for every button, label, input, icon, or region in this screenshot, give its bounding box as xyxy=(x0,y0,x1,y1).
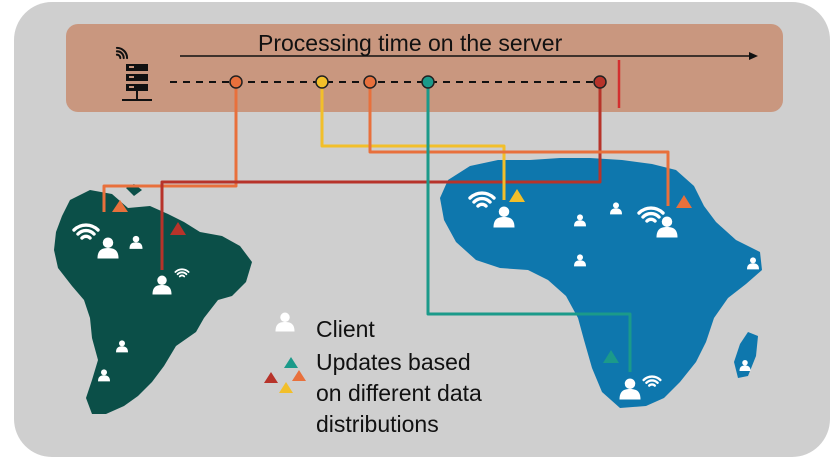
server-icon xyxy=(122,64,152,101)
server-band xyxy=(66,24,783,112)
server-timeline-title: Processing time on the server xyxy=(258,30,563,56)
update-dot-orange-2 xyxy=(363,75,377,89)
connection-line-orange-1 xyxy=(102,86,238,212)
legend-updates-line-1: Updates based xyxy=(316,349,471,375)
triangle-icon-red xyxy=(170,222,186,235)
triangle-icon-yellow xyxy=(509,189,525,202)
legend-updates-line-3: distributions xyxy=(316,411,439,437)
triangle-icon-green xyxy=(603,350,619,363)
legend-triangles-icon xyxy=(264,357,306,393)
madagascar-map xyxy=(734,332,758,378)
update-dot-green xyxy=(421,75,435,89)
connection-line-yellow xyxy=(320,86,506,200)
triangle-icon-orange xyxy=(676,195,692,208)
africa-map xyxy=(440,158,762,408)
connection-line-red-1 xyxy=(160,86,602,270)
update-dot-red xyxy=(593,75,607,89)
connection-line-orange-2 xyxy=(368,86,670,206)
legend-client-label: Client xyxy=(316,316,375,342)
update-dot-yellow xyxy=(315,75,329,89)
legend-updates-line-2: on different data xyxy=(316,380,482,406)
connection-line-green xyxy=(426,86,632,372)
triangle-icon-orange xyxy=(112,200,128,212)
arrow-head xyxy=(749,52,758,60)
update-dot-orange-1 xyxy=(229,75,243,89)
south-america-map xyxy=(54,190,252,414)
legend-updates-label: Updates based on different data distribu… xyxy=(316,347,556,440)
